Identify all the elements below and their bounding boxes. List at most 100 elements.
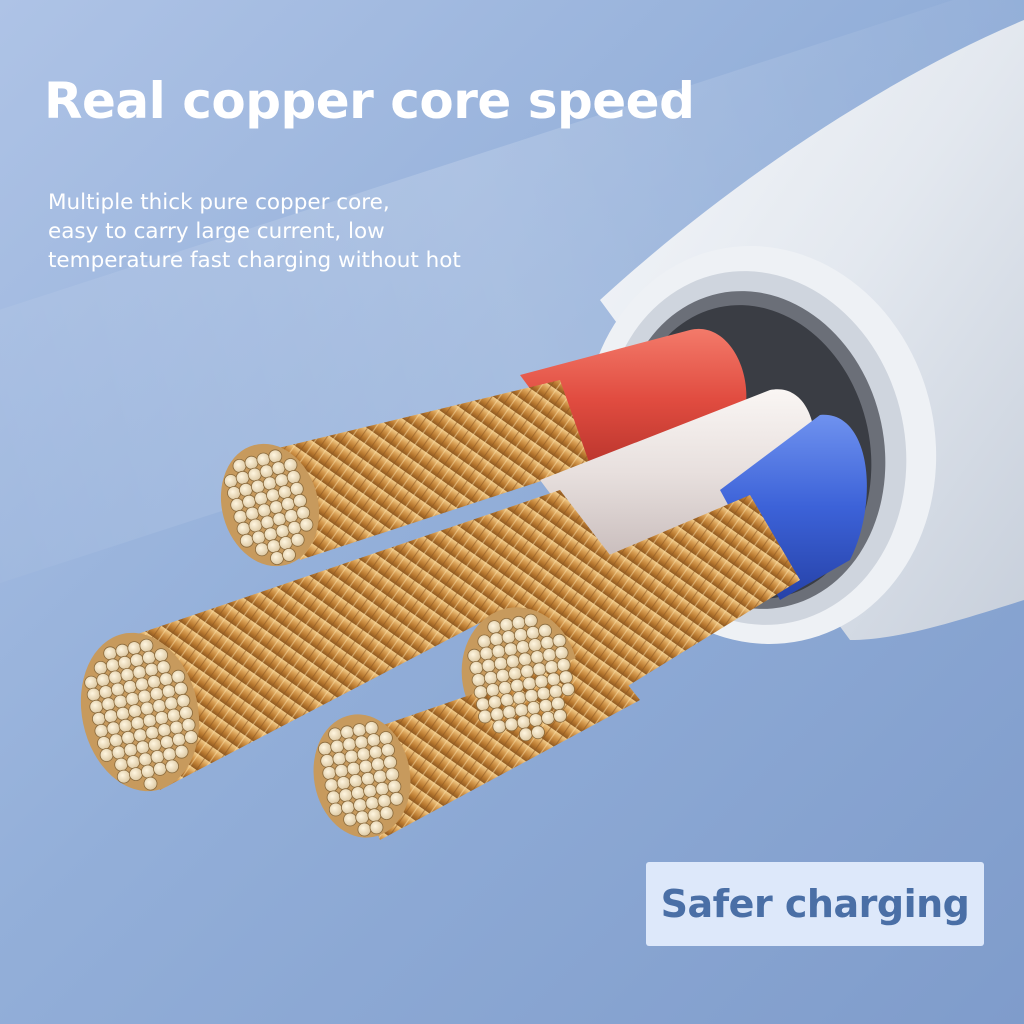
strand-end-1	[139, 638, 154, 653]
strand-end-0	[235, 470, 250, 485]
strand-end-2	[488, 695, 502, 710]
strand-end-3	[369, 820, 384, 835]
strand-end-0	[293, 493, 307, 508]
strand-end-3	[364, 721, 379, 735]
strand-end-3	[379, 806, 394, 820]
strand-end-3	[352, 723, 367, 737]
strand-end-2	[487, 620, 502, 634]
safer-charging-badge: Safer charging	[646, 862, 984, 946]
strand-end-3	[361, 771, 375, 786]
strand-end-2	[475, 697, 490, 712]
strand-end-1	[174, 744, 189, 759]
strand-end-2	[508, 666, 522, 681]
strand-end-0	[230, 497, 245, 512]
strand-end-1	[165, 759, 180, 774]
strand-end-2	[489, 632, 504, 647]
strand-end-2	[514, 703, 529, 717]
strand-end-0	[283, 458, 298, 472]
strand-end-0	[242, 494, 257, 509]
strand-end-1	[135, 740, 150, 755]
strand-end-3	[387, 779, 402, 794]
strand-end-1	[86, 687, 101, 702]
strand-end-0	[284, 509, 299, 523]
strand-end-2	[526, 701, 541, 715]
strand-end-2	[556, 658, 571, 672]
strand-end-3	[351, 786, 365, 800]
strand-end-2	[481, 658, 496, 673]
strand-end-2	[522, 676, 537, 691]
strand-ends	[84, 449, 575, 837]
strand-end-2	[513, 628, 528, 642]
strand-end-1	[128, 704, 143, 718]
strand-end-1	[126, 755, 141, 769]
strand-end-2	[524, 688, 539, 703]
strand-end-0	[289, 481, 304, 496]
strand-end-2	[495, 668, 510, 683]
strand-end-2	[523, 613, 538, 628]
strand-end-0	[223, 474, 238, 488]
strand-end-0	[257, 503, 272, 518]
strand-end-0	[268, 449, 283, 464]
strand-end-2	[503, 642, 518, 657]
strand-end-1	[142, 650, 156, 665]
strand-end-1	[94, 724, 109, 738]
strand-end-1	[129, 653, 144, 668]
strand-end-1	[132, 665, 147, 680]
strand-end-0	[256, 452, 271, 467]
strand-end-0	[239, 533, 254, 548]
strand-end-1	[179, 706, 193, 720]
strand-end-2	[518, 727, 533, 742]
strand-end-1	[164, 696, 179, 711]
strand-end-1	[154, 711, 169, 725]
strand-end-1	[111, 682, 125, 697]
strand-end-3	[383, 755, 398, 770]
strand-end-0	[277, 485, 292, 500]
strand-end-0	[269, 500, 284, 515]
strand-end-3	[365, 796, 380, 810]
strand-end-3	[363, 784, 378, 798]
strand-end-0	[266, 539, 281, 554]
strand-end-1	[153, 762, 167, 776]
strand-end-3	[318, 741, 332, 756]
strand-end-1	[159, 672, 174, 687]
strand-end-2	[510, 678, 525, 693]
page-title: Real copper core speed	[44, 72, 695, 130]
strand-end-0	[245, 506, 260, 521]
strand-end-1	[93, 661, 108, 675]
strand-end-0	[290, 532, 305, 547]
strand-end-0	[262, 476, 277, 491]
strand-end-2	[520, 664, 535, 679]
strand-end-1	[89, 699, 104, 714]
strand-end-1	[172, 732, 186, 747]
strand-end-3	[336, 776, 351, 790]
strand-end-3	[373, 769, 388, 784]
strand-end-2	[544, 660, 559, 674]
strand-end-3	[381, 743, 395, 757]
strand-end-2	[538, 623, 552, 638]
strand-end-2	[500, 693, 515, 707]
strand-end-1	[98, 685, 113, 699]
strand-end-3	[346, 761, 361, 776]
strand-end-3	[355, 810, 370, 825]
strand-end-1	[128, 767, 143, 781]
strand-end-3	[367, 808, 382, 823]
strand-end-2	[483, 671, 498, 685]
strand-end-1	[140, 701, 155, 716]
strand-end-1	[120, 668, 135, 682]
strand-end-2	[552, 633, 567, 648]
strand-end-3	[322, 766, 337, 780]
strand-end-1	[166, 708, 181, 723]
description-line-3: temperature fast charging without hot	[48, 248, 461, 273]
strand-end-3	[344, 749, 359, 764]
strand-end-2	[542, 648, 557, 662]
strand-end-3	[377, 794, 392, 808]
strand-end-1	[118, 718, 133, 733]
strand-end-2	[498, 681, 513, 695]
strand-end-1	[84, 675, 99, 690]
strand-end-1	[160, 735, 174, 750]
strand-end-1	[133, 728, 148, 743]
strand-end-1	[99, 748, 114, 762]
strand-end-1	[101, 697, 116, 712]
strand-end-0	[250, 479, 265, 494]
strand-end-1	[181, 718, 196, 732]
